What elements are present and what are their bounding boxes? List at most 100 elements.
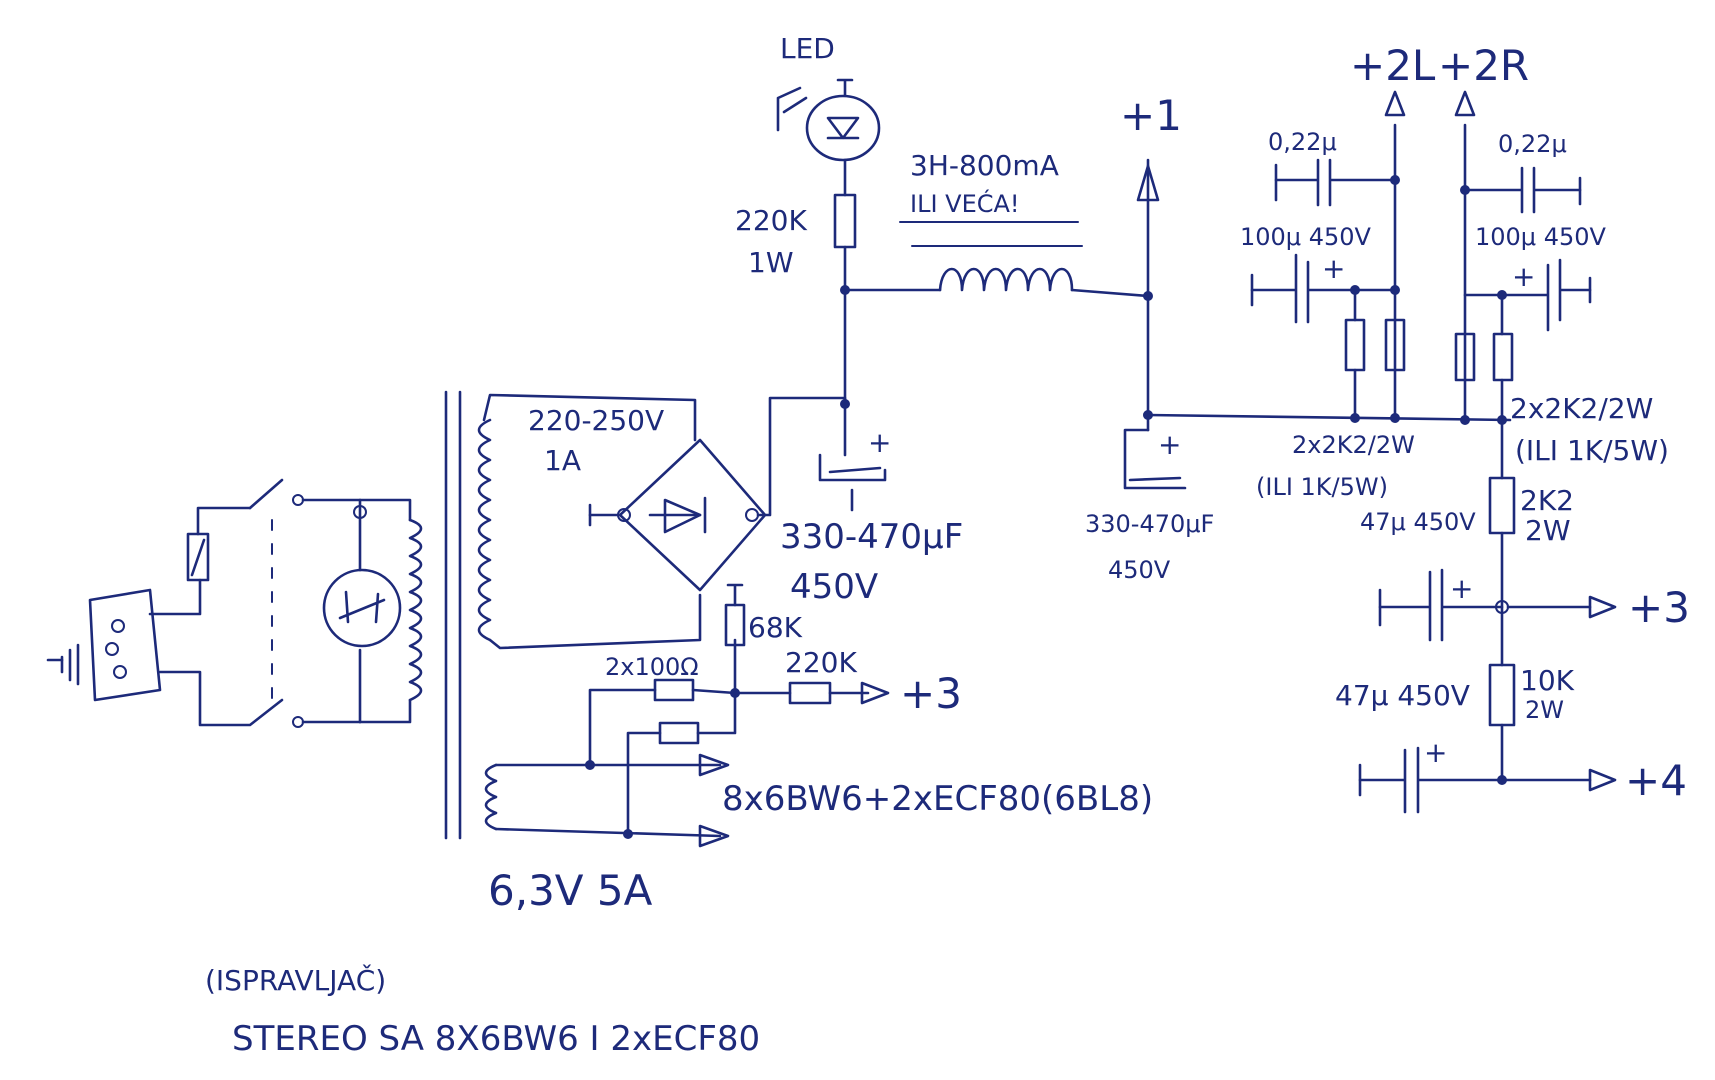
label-trans-hv: 220-250V	[528, 404, 664, 437]
label-choke-sub: ILI VEĆA!	[910, 188, 1020, 218]
bridge-rectifier	[618, 438, 767, 592]
wire-primary-top	[358, 498, 412, 522]
led-top-lead	[836, 78, 854, 97]
label-cap-main-left-v: 450V	[790, 567, 878, 607]
label-res-10k: 10K	[1520, 664, 1575, 697]
switch-blade-top	[248, 478, 284, 510]
socket-pin-2	[105, 642, 119, 656]
resistor-220k-bias	[788, 681, 832, 705]
fuse-element	[190, 538, 206, 577]
wire-rail-right	[1146, 413, 1512, 422]
main-rail-section	[776, 78, 1512, 512]
label-tap4: +4	[1625, 756, 1687, 805]
label-c022-left: 0,22μ	[1268, 128, 1337, 156]
switch-contact-top	[292, 494, 304, 506]
node-rail-r1	[1460, 415, 1470, 425]
capacitor-022-left	[1274, 158, 1397, 207]
choke-core-lines	[899, 221, 1083, 247]
label-cap-main-right-v: 450V	[1108, 556, 1171, 584]
bridge-dc-node	[745, 508, 759, 522]
label-c022-right: 0,22μ	[1498, 130, 1567, 158]
polarity-cap-main-right: +	[1158, 428, 1181, 461]
led-body	[805, 94, 881, 162]
capacitor-47-b	[1358, 746, 1504, 814]
label-r-led: 220K	[735, 204, 807, 237]
capacitor-47-a	[1378, 568, 1504, 642]
resistor-2k2-left-b	[1384, 318, 1406, 372]
capacitor-100-left	[1250, 253, 1397, 324]
label-choke: 3H-800mA	[910, 149, 1059, 182]
label-res-68k: 68K	[748, 611, 803, 644]
wire-hum-join	[691, 688, 737, 735]
polarity-cap47a: +	[1450, 572, 1473, 605]
label-cap47b: 47μ 450V	[1335, 679, 1470, 712]
res68k-top	[726, 583, 744, 607]
led-light-arrows	[776, 86, 808, 132]
resistor-2k2-right-a	[1454, 332, 1476, 382]
label-res-220k-bias: 220K	[785, 646, 857, 679]
heater-section	[484, 583, 890, 848]
resistor-2k2-right-b	[1492, 332, 1514, 382]
label-res-left-pair: 2x2K2/2W	[1292, 431, 1415, 459]
label-r-led-w: 1W	[748, 246, 794, 279]
tap4-arrow	[1588, 768, 1617, 792]
node-tap1	[1143, 291, 1153, 301]
low-voltage-chain	[1358, 418, 1617, 814]
label-cap-main-left: 330-470μF	[780, 517, 963, 557]
transformer-primary	[408, 518, 423, 702]
wire-neutral-switch	[158, 670, 284, 727]
tap3-right-arrow	[1588, 595, 1617, 619]
label-tap3-left: +3	[900, 669, 962, 718]
label-res-2x100: 2x100Ω	[605, 653, 699, 681]
socket-pin-1	[111, 619, 125, 633]
label-c100-right: 100μ 450V	[1475, 223, 1607, 251]
wire-bridge-out	[756, 396, 847, 517]
heater-arrow-bottom	[698, 824, 730, 848]
socket-pin-3	[113, 665, 127, 679]
label-c100-left: 100μ 450V	[1240, 223, 1372, 251]
label-res-10k-w: 2W	[1525, 696, 1564, 724]
wire-primary-bottom	[358, 698, 412, 724]
label-res-right-pair: 2x2K2/2W	[1510, 392, 1653, 425]
polarity-c100-left: +	[1322, 252, 1345, 285]
mains-socket	[88, 588, 162, 702]
label-tap3-right: +3	[1628, 583, 1690, 632]
label-res-2k2: 2K2	[1520, 484, 1574, 517]
label-trans-lv: 6,3V 5A	[488, 866, 653, 915]
transformer-lv-winding	[484, 763, 498, 831]
label-res-left-alt: (ILI 1K/5W)	[1256, 473, 1388, 501]
polarity-cap-main-left: +	[868, 426, 891, 459]
wire-choke-out	[1070, 288, 1150, 298]
wire-heater-bottom	[494, 827, 722, 838]
choke-coil	[938, 267, 1074, 292]
label-tap2r: +2R	[1438, 41, 1529, 90]
heater-arrow-top	[698, 753, 730, 777]
label-cap47a: 47μ 450V	[1360, 508, 1476, 536]
label-tap1: +1	[1120, 91, 1182, 140]
ground-symbol	[60, 643, 80, 686]
node-rail-l2	[1390, 413, 1400, 423]
node-2l-mid	[1390, 285, 1400, 295]
label-res-2k2-w: 2W	[1525, 514, 1571, 547]
tap3-left-arrow	[860, 681, 890, 705]
label-led: LED	[780, 32, 835, 65]
polarity-c100-right: +	[1512, 260, 1535, 293]
switch-contact-bottom	[292, 716, 304, 728]
resistor-10k	[1488, 663, 1516, 727]
led-diode-symbol	[826, 116, 860, 140]
wire-fuse-switch	[196, 506, 252, 536]
mains-input-section	[46, 478, 423, 728]
label-tap2l: +2L	[1350, 41, 1436, 90]
resistor-100-b	[658, 721, 700, 745]
capacitor-main-left	[818, 453, 887, 482]
neon-lamp	[322, 568, 402, 648]
resistor-2k2-left-a	[1344, 318, 1366, 372]
decoupling-section	[1250, 90, 1592, 425]
transformer-hv-winding	[477, 418, 492, 642]
wire-hum-a	[588, 688, 657, 767]
resistor-2k2-series	[1488, 476, 1516, 535]
label-title-paren: (ISPRAVLJAČ)	[205, 963, 386, 997]
label-title-main: STEREO SA 8X6BW6 I 2xECF80	[232, 1019, 760, 1059]
